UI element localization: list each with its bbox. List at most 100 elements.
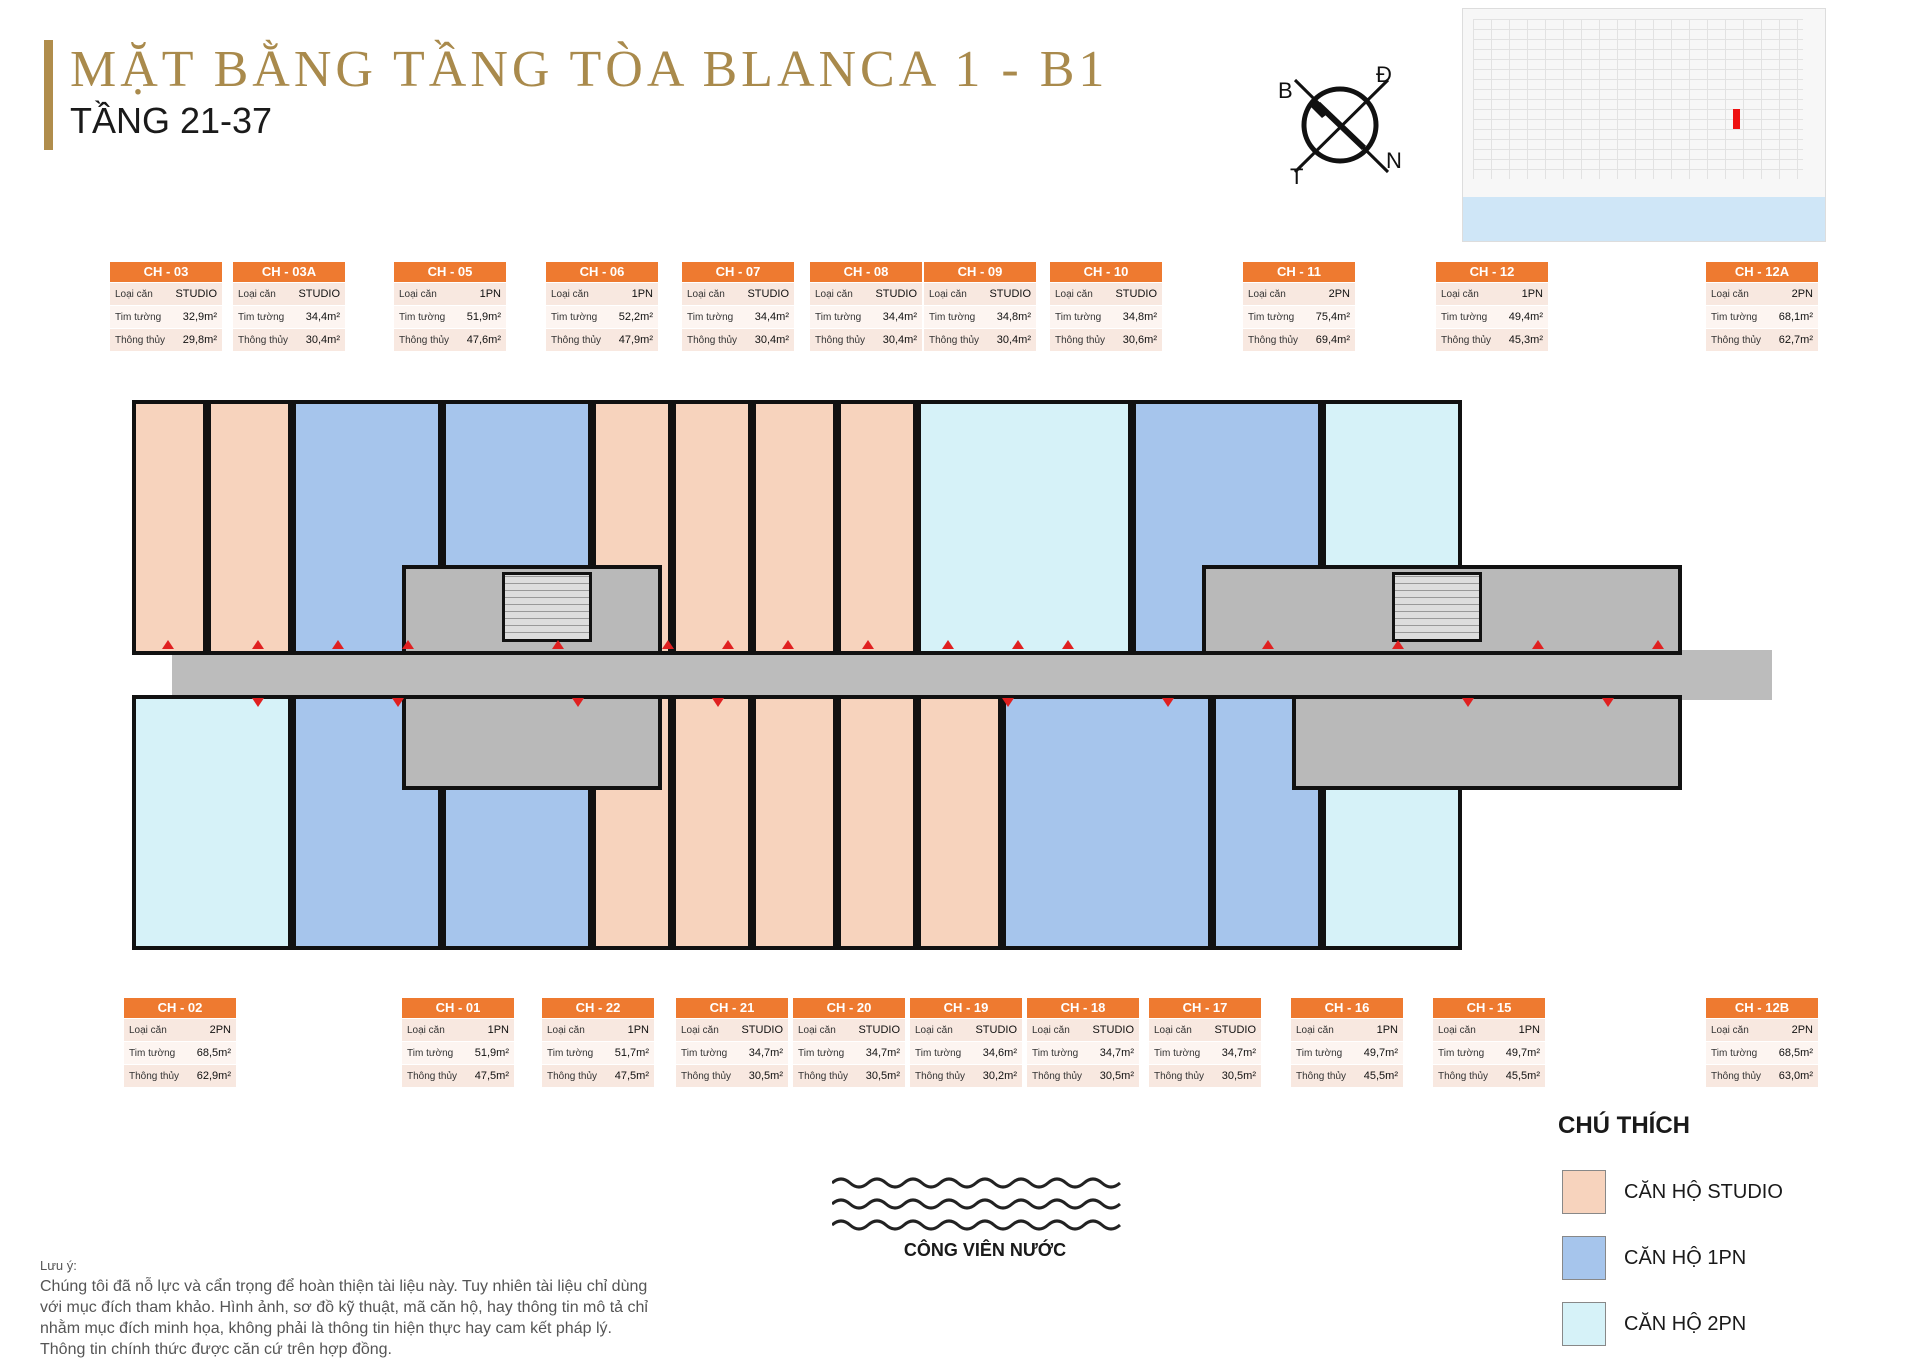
unit-code: CH - 11 — [1243, 262, 1355, 282]
unit-wall-area-row: Tim tường 49,7m² — [1433, 1042, 1545, 1064]
site-location-map — [1462, 8, 1826, 242]
unit-type-label: Loại căn — [1296, 1024, 1334, 1036]
unit-clear-area-value: 30,5m² — [865, 1070, 900, 1082]
unit-type-value: 1PN — [1376, 1024, 1398, 1036]
unit-clear-area-label: Thông thủy — [115, 334, 166, 346]
unit-type-value: 2PN — [209, 1024, 231, 1036]
unit-clear-area-value: 30,5m² — [1099, 1070, 1134, 1082]
unit-code: CH - 18 — [1027, 998, 1139, 1018]
unit-type-value: STUDIO — [1115, 288, 1157, 300]
unit-clear-area-label: Thông thủy — [1055, 334, 1106, 346]
unit-code: CH - 12A — [1706, 262, 1818, 282]
legend-swatch-2pn — [1562, 1302, 1606, 1346]
legend-swatch-1pn — [1562, 1236, 1606, 1280]
entrance-marker — [712, 698, 724, 707]
unit-type-label: Loại căn — [1248, 288, 1286, 300]
compass-label-n: N — [1386, 148, 1402, 173]
site-map-grid — [1473, 19, 1803, 179]
page-title: MẶT BẰNG TẦNG TÒA BLANCA 1 - B1 — [70, 41, 1109, 98]
unit-clear-area-value: 30,4m² — [305, 334, 340, 346]
entrance-marker — [252, 698, 264, 707]
unit-type-value: STUDIO — [858, 1024, 900, 1036]
unit-clear-area-label: Thông thủy — [815, 334, 866, 346]
apartment-unit — [917, 695, 1002, 950]
unit-wall-area-value: 49,7m² — [1363, 1047, 1398, 1059]
stair-left — [502, 572, 592, 642]
unit-code: CH - 21 — [676, 998, 788, 1018]
water-waves-icon — [832, 1177, 1121, 1231]
unit-code: CH - 01 — [402, 998, 514, 1018]
unit-clear-area-label: Thông thủy — [1441, 334, 1492, 346]
unit-wall-area-value: 34,7m² — [1099, 1047, 1134, 1059]
apartment-unit — [672, 695, 752, 950]
unit-code: CH - 12B — [1706, 998, 1818, 1018]
unit-code: CH - 16 — [1291, 998, 1403, 1018]
unit-wall-area-label: Tim tường — [798, 1047, 845, 1059]
entrance-marker — [1532, 640, 1544, 649]
entrance-marker — [402, 640, 414, 649]
unit-type-label: Loại căn — [815, 288, 853, 300]
unit-clear-area-label: Thông thủy — [1296, 1070, 1347, 1082]
stair-right — [1392, 572, 1482, 642]
apartment-unit — [837, 695, 917, 950]
unit-clear-area-value: 30,5m² — [748, 1070, 783, 1082]
unit-clear-area-label: Thông thủy — [1711, 334, 1762, 346]
apartment-unit — [837, 400, 917, 655]
unit-type-value: STUDIO — [875, 288, 917, 300]
unit-wall-area-label: Tim tường — [1248, 311, 1295, 323]
unit-type-label: Loại căn — [407, 1024, 445, 1036]
unit-type-label: Loại căn — [238, 288, 276, 300]
compass-label-t: T — [1290, 164, 1304, 189]
entrance-marker — [572, 698, 584, 707]
unit-clear-area-value: 30,5m² — [1221, 1070, 1256, 1082]
compass-label-b: B — [1278, 78, 1293, 103]
unit-clear-area-value: 30,6m² — [1122, 334, 1157, 346]
entrance-marker — [332, 640, 344, 649]
unit-type-label: Loại căn — [551, 288, 589, 300]
unit-type-value: STUDIO — [975, 1024, 1017, 1036]
entrance-marker — [1262, 640, 1274, 649]
unit-wall-area-label: Tim tường — [929, 311, 976, 323]
legend-label-1pn: CĂN HỘ 1PN — [1624, 1246, 1747, 1269]
unit-wall-area-value: 51,9m² — [466, 311, 501, 323]
entrance-marker — [1602, 698, 1614, 707]
unit-wall-area-label: Tim tường — [1438, 1047, 1485, 1059]
unit-wall-area-label: Tim tường — [1441, 311, 1488, 323]
compass-label-d: Đ — [1376, 62, 1392, 87]
unit-wall-area-label: Tim tường — [1711, 1047, 1758, 1059]
legend-swatch-studio — [1562, 1170, 1606, 1214]
unit-type-label: Loại căn — [1032, 1024, 1070, 1036]
entrance-marker — [1462, 698, 1474, 707]
apartment-unit — [1002, 695, 1212, 950]
unit-type-value: 1PN — [479, 288, 501, 300]
unit-type-label: Loại căn — [687, 288, 725, 300]
unit-type-value: 1PN — [627, 1024, 649, 1036]
unit-wall-area-value: 51,7m² — [614, 1047, 649, 1059]
entrance-marker — [1002, 698, 1014, 707]
unit-clear-area-value: 45,5m² — [1505, 1070, 1540, 1082]
unit-wall-area-value: 49,7m² — [1505, 1047, 1540, 1059]
unit-wall-area-label: Tim tường — [238, 311, 285, 323]
apartment-unit — [752, 400, 837, 655]
unit-wall-area-label: Tim tường — [815, 311, 862, 323]
